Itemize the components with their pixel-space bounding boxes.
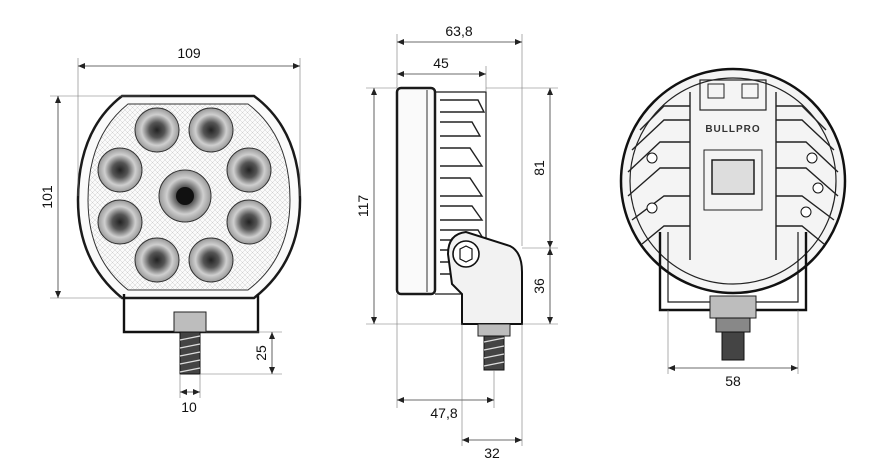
brand-text: BULLPRO: [705, 124, 760, 135]
rear-dimensions: 58: [667, 310, 799, 389]
stud-length-label: 25: [253, 345, 269, 361]
front-nut: [173, 311, 207, 333]
bracket-width-label: 32: [484, 445, 500, 461]
rear-nut: [709, 295, 757, 319]
rear-bracket-width-label: 58: [725, 373, 741, 389]
side-nut: [477, 323, 511, 337]
side-view: [395, 86, 523, 371]
rear-connector: [711, 159, 755, 195]
mount-offset-label: 47,8: [430, 405, 457, 421]
housing-depth-label: 45: [433, 55, 449, 71]
stud-diameter-label: 10: [181, 399, 197, 415]
rear-screws: [646, 152, 824, 218]
led-array: [97, 107, 272, 283]
front-dimensions: 109 101 25 10: [39, 45, 301, 415]
side-dimensions: 63,8 45 117 81 36 47,8 32: [355, 23, 558, 461]
side-housing: [435, 91, 487, 295]
total-height-label: 117: [355, 195, 371, 218]
front-view: [76, 94, 302, 375]
rear-view: BULLPRO: [619, 67, 847, 361]
rear-fins-left: [627, 92, 691, 260]
rear-stud: [721, 331, 745, 361]
lens-height-label: 81: [531, 160, 547, 176]
front-height-label: 101: [39, 185, 55, 209]
overall-depth-label: 63,8: [445, 23, 472, 39]
rear-fins-right: [775, 92, 839, 260]
bracket-height-label: 36: [531, 278, 547, 294]
front-width-label: 109: [177, 45, 201, 61]
side-lens: [395, 86, 437, 296]
